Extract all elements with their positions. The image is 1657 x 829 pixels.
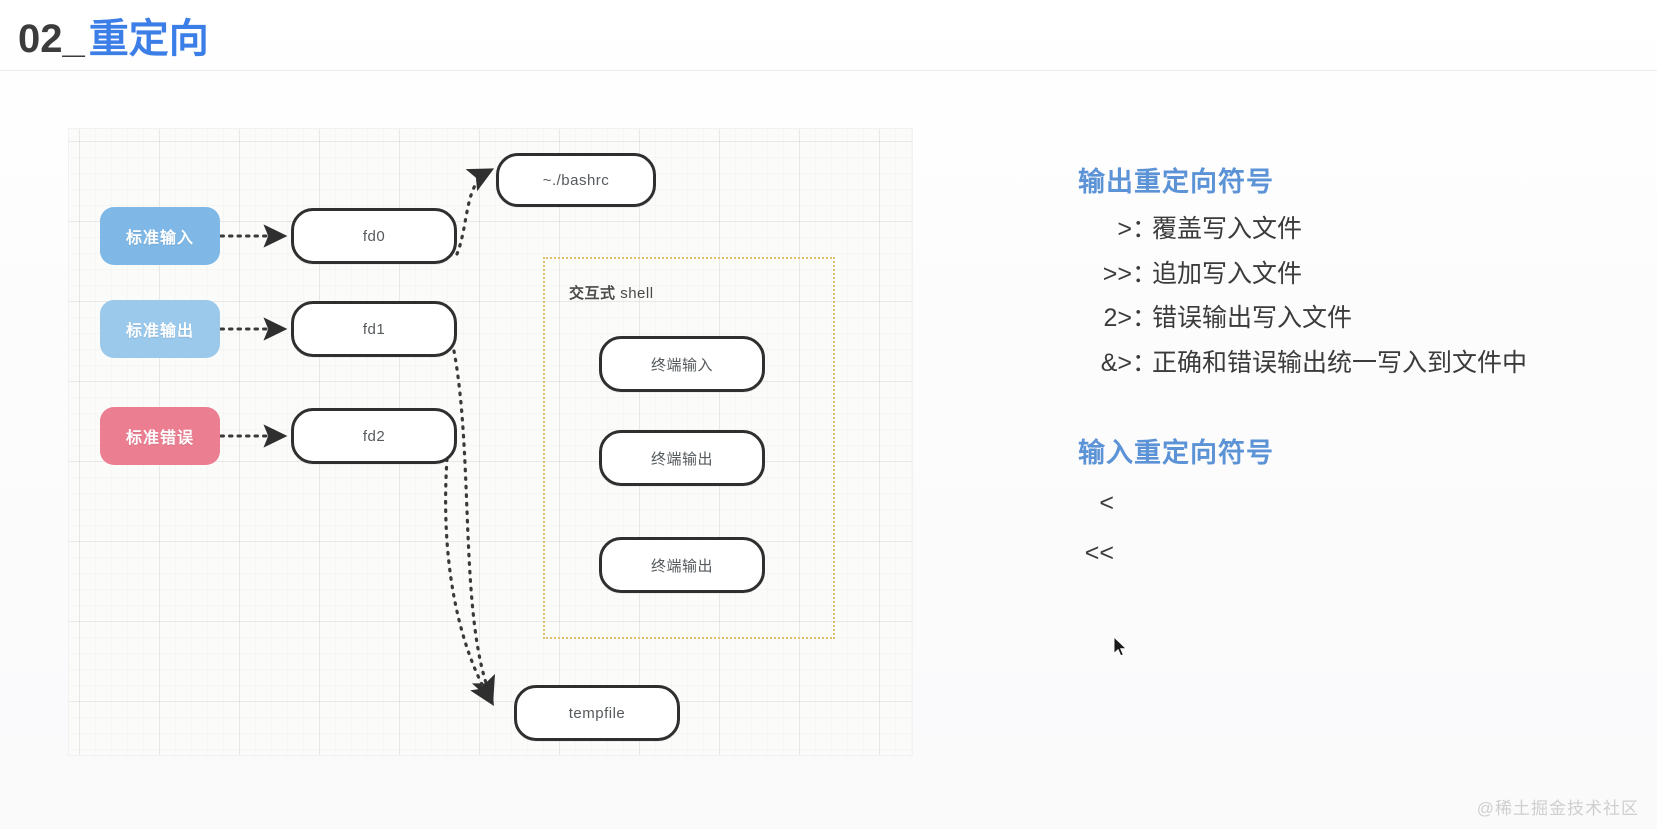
legend-spacer bbox=[1070, 385, 1650, 431]
node-tempfile[interactable]: tempfile bbox=[514, 685, 680, 741]
arrow-fd1-to-tempfile bbox=[452, 349, 496, 703]
legend-item-2gt-colon: ： bbox=[1132, 304, 1158, 332]
shell-group-container bbox=[543, 257, 835, 639]
node-fd1-label: fd1 bbox=[362, 320, 386, 338]
legend-item-2gt-symbol: 2> bbox=[1103, 304, 1132, 332]
legend-item-lt: < bbox=[1078, 478, 1650, 528]
legend-item-ampgt-symbol: &> bbox=[1100, 348, 1132, 377]
shell-label-en: shell bbox=[620, 285, 654, 302]
legend-output-list: > ： 覆盖写入文件 >> ： 追加写入文件 2> ： 错误输出写入文件 &> … bbox=[1078, 207, 1650, 385]
node-tempfile-label: tempfile bbox=[568, 704, 626, 722]
legend-item-ltlt-symbol: << bbox=[1084, 539, 1114, 567]
node-terminal-output-2-label: 终端输出 bbox=[650, 557, 713, 575]
arrow-fd0-to-bashrc bbox=[455, 168, 495, 256]
node-fd2-label: fd2 bbox=[362, 427, 386, 445]
node-terminal-output-1[interactable]: 终端输出 bbox=[599, 430, 765, 486]
legend-item-2gt: 2> ： 错误输出写入文件 bbox=[1078, 296, 1650, 341]
legend-item-ltlt: << bbox=[1078, 528, 1650, 578]
node-terminal-input[interactable]: 终端输入 bbox=[599, 336, 765, 392]
legend-item-gt: > ： 覆盖写入文件 bbox=[1078, 207, 1650, 252]
node-bashrc-label: ~./bashrc bbox=[542, 171, 610, 189]
shell-label-cn: 交互式 bbox=[569, 285, 616, 302]
legend-item-gtgt-text: 追加写入文件 bbox=[1152, 259, 1303, 288]
pill-stdout-label: 标准输出 bbox=[125, 323, 194, 340]
legend-item-gt-symbol: > bbox=[1117, 215, 1132, 243]
legend-item-ampgt: &> ： 正确和错误输出统一写入到文件中 bbox=[1078, 341, 1650, 386]
page-title-number: 02_ bbox=[18, 17, 85, 61]
slide-header: 02_重定向 bbox=[0, 0, 1657, 70]
legend-item-2gt-text: 错误输出写入文件 bbox=[1152, 304, 1353, 332]
node-terminal-input-label: 终端输入 bbox=[650, 356, 713, 374]
shell-group-label: 交互式 shell bbox=[569, 282, 654, 303]
page-title-text: 重定向 bbox=[88, 17, 209, 61]
pill-stderr-label: 标准错误 bbox=[125, 430, 194, 447]
mouse-cursor-icon bbox=[1113, 636, 1128, 657]
header-divider bbox=[0, 70, 1657, 71]
watermark: @稀土掘金技术社区 bbox=[1476, 799, 1639, 818]
legend-item-gt-colon: ： bbox=[1132, 215, 1158, 243]
page-title: 02_重定向 bbox=[18, 6, 209, 64]
pill-stdin[interactable]: 标准输入 bbox=[100, 207, 220, 265]
diagram-canvas: 标准输入 标准输出 标准错误 fd0 fd1 fd2 ~./bashrc tem… bbox=[68, 128, 913, 756]
legend-item-lt-symbol: < bbox=[1099, 489, 1114, 517]
legend-item-ampgt-text: 正确和错误输出统一写入到文件中 bbox=[1152, 348, 1528, 377]
node-terminal-output-2[interactable]: 终端输出 bbox=[599, 537, 765, 593]
node-fd1[interactable]: fd1 bbox=[291, 301, 457, 357]
legend-item-gt-text: 覆盖写入文件 bbox=[1152, 215, 1303, 243]
legend-item-ampgt-colon: ： bbox=[1132, 348, 1158, 377]
legend-panel: 输出重定向符号 > ： 覆盖写入文件 >> ： 追加写入文件 2> ： 错误输出… bbox=[1070, 160, 1650, 578]
legend-input-heading: 输入重定向符号 bbox=[1078, 438, 1274, 468]
pill-stdin-label: 标准输入 bbox=[125, 230, 194, 247]
node-terminal-output-1-label: 终端输出 bbox=[650, 450, 713, 468]
pill-stderr[interactable]: 标准错误 bbox=[100, 407, 220, 465]
arrow-fd2-to-tempfile bbox=[444, 457, 494, 706]
legend-output-heading: 输出重定向符号 bbox=[1078, 167, 1274, 197]
node-fd0[interactable]: fd0 bbox=[291, 208, 457, 264]
legend-input-list: < << bbox=[1078, 478, 1650, 578]
node-fd2[interactable]: fd2 bbox=[291, 408, 457, 464]
legend-item-gtgt-symbol: >> bbox=[1102, 259, 1132, 288]
legend-item-gtgt-colon: ： bbox=[1132, 259, 1158, 288]
pill-stdout[interactable]: 标准输出 bbox=[100, 300, 220, 358]
node-fd0-label: fd0 bbox=[362, 227, 386, 245]
node-bashrc[interactable]: ~./bashrc bbox=[496, 153, 656, 207]
legend-item-gtgt: >> ： 追加写入文件 bbox=[1078, 252, 1650, 297]
